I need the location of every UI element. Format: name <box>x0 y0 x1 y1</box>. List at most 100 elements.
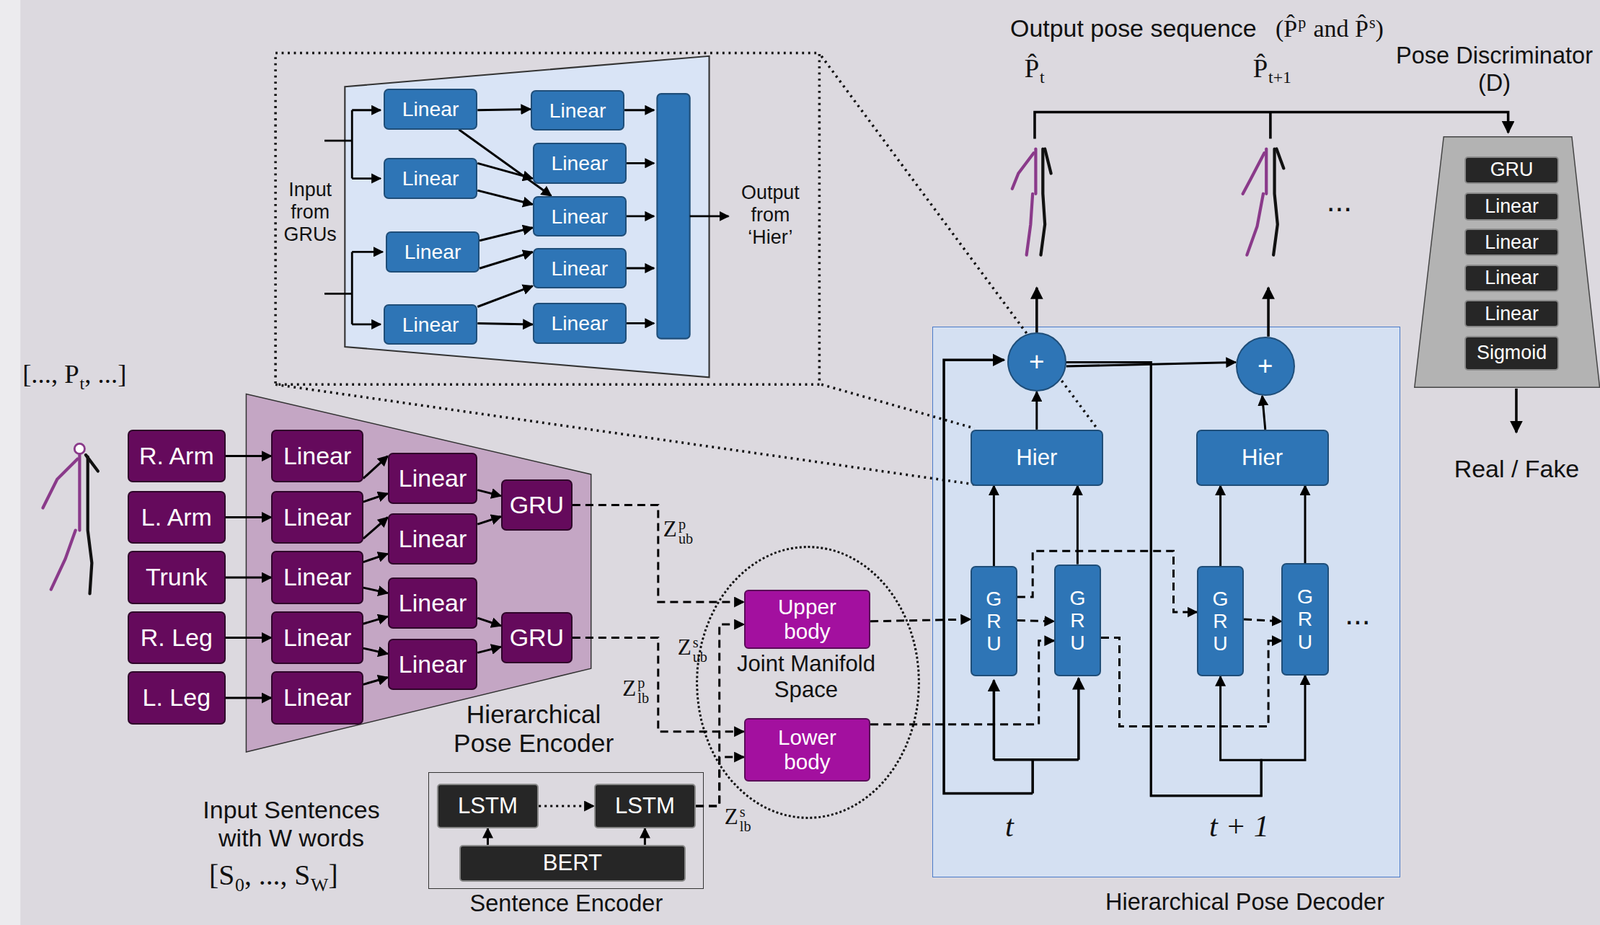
layer-box: Linear <box>1464 228 1560 256</box>
label-group: P̂t+1 <box>1253 53 1292 84</box>
box-label: Linear <box>402 166 460 191</box>
layer-box: R. Leg <box>127 611 226 665</box>
layer-box: Linear <box>383 88 478 130</box>
discriminator-region: Pose Discriminator (D)GRULinearLinearLin… <box>1413 135 1600 389</box>
layer-box: Linear <box>530 90 625 132</box>
text-label: Z <box>663 516 678 542</box>
layer-box: BERT <box>459 845 686 882</box>
box-label: Linear <box>1484 231 1539 254</box>
label-group: Input from GRUs <box>277 178 344 246</box>
box-label: Linear <box>283 563 352 592</box>
box-label: Linear <box>404 240 462 264</box>
box-label: Linear <box>550 256 608 281</box>
box-label: GRU <box>509 623 564 652</box>
box-label: GRU <box>1490 158 1534 181</box>
label-group: [..., Pt, ...] <box>22 359 127 390</box>
layer-box: Linear <box>271 491 363 545</box>
text-label: p <box>1297 13 1306 32</box>
text-label: P̂ <box>1024 53 1040 83</box>
encoder-region: Hierarchical Pose EncoderLinearLinearLin… <box>245 392 592 754</box>
connector <box>477 162 533 179</box>
connector <box>225 516 272 519</box>
label-group: t <box>1005 809 1014 845</box>
region-title: Hierarchical Pose Encoder <box>436 700 631 759</box>
box-label: Linear <box>398 589 467 618</box>
text-label: Z <box>677 634 692 660</box>
layer-box: Trunk <box>127 550 226 605</box>
script-stack: pub <box>678 516 693 546</box>
text-label: t <box>80 374 86 393</box>
layer-box: GRU <box>501 612 573 664</box>
box-label: Linear <box>402 312 460 337</box>
text-label: P̂ <box>1253 53 1268 83</box>
box-label: Linear <box>283 683 352 712</box>
box-label: Upper body <box>766 594 848 644</box>
connector <box>477 323 533 325</box>
text-label: Input Sentences with W words <box>202 796 380 852</box>
text-label: ub <box>692 649 708 665</box>
box-label: Linear <box>398 650 467 679</box>
layer-box: GRU <box>970 566 1018 677</box>
connector <box>695 757 745 807</box>
connector <box>479 252 533 269</box>
manifold-box: Upper body <box>744 589 871 649</box>
text-label: and P̂ <box>1313 15 1368 42</box>
label-group: Zpub <box>663 516 693 546</box>
box-label: Linear <box>1484 195 1539 218</box>
connector <box>225 576 272 579</box>
text-label: ... <box>1344 597 1370 631</box>
decoder-panel: Hierarchical Pose Decoder++HierHierGRUGR… <box>932 326 1400 878</box>
label-group: t + 1 <box>1209 809 1270 845</box>
text-label: W <box>310 874 329 896</box>
connector <box>225 636 272 639</box>
layer-box: GRU <box>1281 563 1329 676</box>
box-label: GRU <box>1294 585 1316 653</box>
layer-box: Linear <box>383 304 478 346</box>
connector <box>1035 391 1038 430</box>
text-label: lb <box>637 690 649 706</box>
manifold-ellipse: Joint Manifold SpaceUpper bodyLower body <box>695 545 921 820</box>
box-label: Linear <box>550 204 608 229</box>
text-label: Z <box>622 675 636 701</box>
box-label: Linear <box>1484 266 1539 290</box>
layer-box: R. Arm <box>127 429 226 484</box>
layer-box: Linear <box>271 429 363 484</box>
connector <box>643 828 647 846</box>
connector <box>225 697 272 700</box>
connector <box>1304 485 1307 564</box>
connector <box>1219 485 1222 567</box>
region-title: Hierarchical Pose Decoder <box>1061 889 1429 916</box>
box-label: Sigmoid <box>1476 341 1547 365</box>
connector <box>538 805 594 808</box>
layer-box: L. Arm <box>127 491 226 545</box>
region-title: Sentence Encoder <box>439 890 695 918</box>
box-label: Linear <box>550 151 608 176</box>
label-group: P̂t <box>1024 53 1045 84</box>
text-label: s <box>1369 13 1376 32</box>
layer-box: LSTM <box>436 783 540 829</box>
box-label: Linear <box>283 623 352 652</box>
box-label: BERT <box>542 850 603 877</box>
layer-box: Linear <box>1464 264 1560 293</box>
connector <box>992 485 996 567</box>
label-group: (P̂pand P̂s) <box>1275 14 1384 43</box>
label-group: ... <box>1326 183 1352 220</box>
box-label: L. Leg <box>142 683 211 712</box>
box-label: Linear <box>549 98 607 123</box>
label-group: Real / Fake <box>1454 454 1580 484</box>
layer-box: Linear <box>532 302 627 344</box>
layer-box: Linear <box>387 638 479 691</box>
layer-box: Linear <box>532 196 627 238</box>
box-label: Linear <box>398 524 467 554</box>
layer-box: Linear <box>387 577 479 629</box>
box-label: R. Leg <box>140 623 213 652</box>
text-label: Output pose sequence <box>1010 14 1257 42</box>
text-label: t <box>1039 67 1045 87</box>
label-group: Zplb <box>622 675 649 706</box>
text-label: lb <box>739 819 752 834</box>
label-group: Output from ‘Hier’ <box>728 181 812 249</box>
label-group: ... <box>1344 597 1370 633</box>
box-label: Linear <box>550 311 608 336</box>
script-stack: sub <box>692 635 708 665</box>
